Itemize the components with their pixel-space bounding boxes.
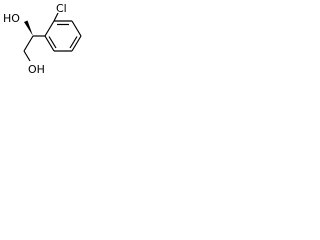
stereo-wedge-bond [24, 20, 33, 36]
bond-chiral-to-ch2 [23, 35, 34, 52]
ring-bond-top-right [71, 20, 82, 37]
atom-label-cl: Cl [56, 2, 67, 15]
chemical-structure-diagram: Cl HO OH [3, 2, 82, 76]
bond-ring-to-cl [53, 12, 59, 22]
ring-double-bond-inner-2 [69, 36, 78, 49]
atom-label-ho-upper: HO [3, 12, 20, 25]
ring-bond-top-left [44, 20, 55, 37]
benzene-ring [44, 20, 82, 52]
ring-bond-bottom-right [71, 35, 82, 52]
ring-bond-bottom-left [44, 35, 55, 52]
ring-double-bond-inner-3 [48, 36, 57, 49]
atom-label-oh-lower: OH [28, 63, 45, 76]
bond-ch2-to-oh [23, 50, 31, 62]
